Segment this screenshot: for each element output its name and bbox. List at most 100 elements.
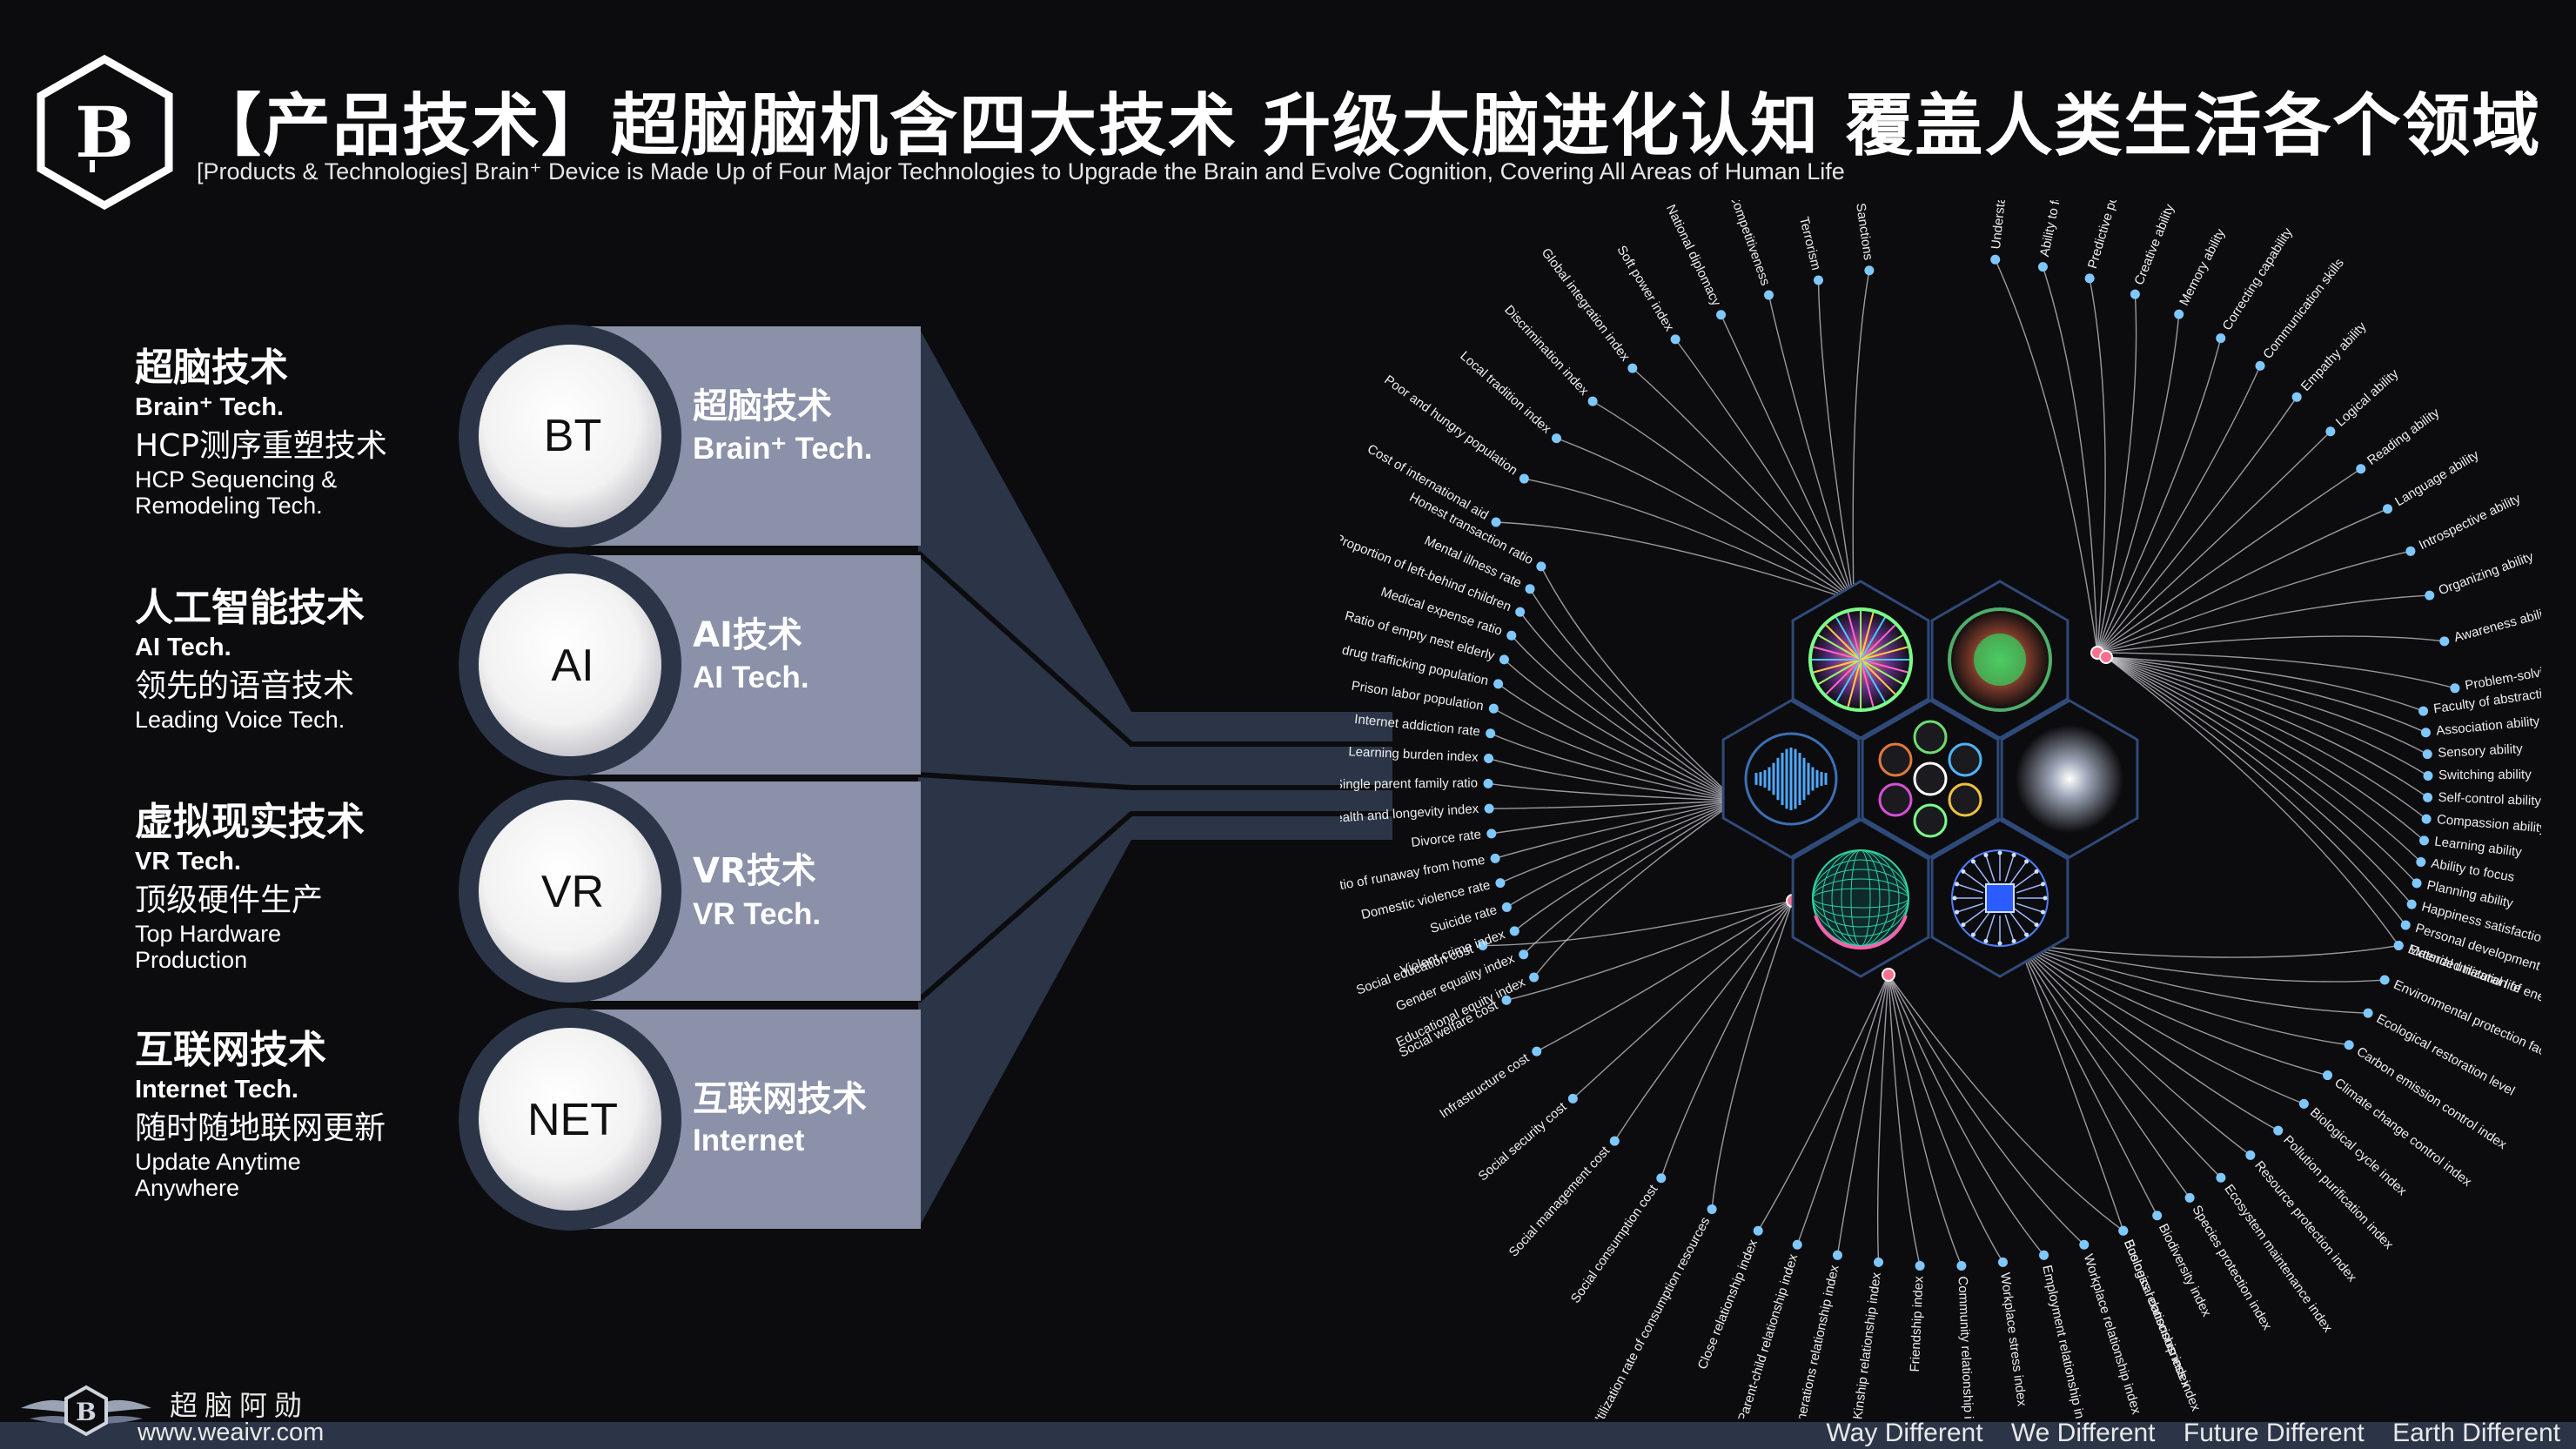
connection-line: [1536, 900, 1794, 1052]
tech-name-zh: 虚拟现实技术: [135, 800, 365, 844]
index-node: [2130, 289, 2140, 299]
index-label: Predictive power: [2085, 200, 2127, 271]
panel-title-en: Internet: [693, 1124, 805, 1157]
index-node: [2421, 814, 2432, 824]
index-node: [2393, 941, 2404, 951]
index-node: [1536, 561, 1546, 572]
index-node: [2423, 792, 2433, 802]
wheel-icon: [1808, 607, 1913, 712]
connection-line: [1511, 634, 1737, 802]
index-node: [1478, 941, 1488, 951]
tech-feature-zh: 随时随地联网更新: [135, 1110, 386, 1146]
connection-line: [2096, 652, 2456, 689]
index-node: [2356, 464, 2366, 474]
connection-line: [2018, 943, 2190, 1198]
tech-name-zh: 人工智能技术: [135, 586, 365, 630]
index-node: [1915, 1260, 1925, 1271]
connection-line: [1836, 974, 1889, 1256]
tree-icon: [1948, 607, 2052, 712]
index-node: [1486, 728, 1496, 739]
index-node: [2323, 1070, 2333, 1081]
index-node: [1495, 878, 1506, 889]
badge-label-vr: VR: [541, 867, 604, 917]
index-label: Social management cost: [1506, 1143, 1613, 1259]
index-node: [2174, 309, 2184, 319]
connection-line: [1888, 974, 1921, 1266]
connection-line: [1498, 683, 1737, 802]
connection-line: [1519, 611, 1737, 802]
connection-line: [2018, 943, 2251, 1156]
index-node: [2291, 392, 2302, 402]
index-node: [2118, 1225, 2129, 1236]
index-node: [2344, 1040, 2354, 1050]
badge-label-bt: BT: [544, 411, 601, 461]
index-label: Two generations relationship index: [1785, 1264, 1842, 1419]
index-node: [1874, 1257, 1884, 1267]
panel-title-zh: 互联网技术: [693, 1079, 867, 1119]
index-node: [2416, 856, 2426, 867]
connection-line: [1757, 974, 1889, 1231]
connection-line: [2096, 550, 2412, 654]
tech-name-zh: 互联网技术: [135, 1028, 326, 1072]
tech-name-zh: 超脑技术: [135, 345, 288, 390]
connection-line: [1852, 270, 1870, 601]
index-label: Competitiveness: [1727, 200, 1773, 287]
connection-line: [1632, 367, 1855, 601]
index-node: [1506, 630, 1517, 641]
connection-line: [1540, 566, 1737, 802]
connection-line: [2018, 943, 2328, 1077]
logo-letter: B: [75, 91, 134, 173]
chip-icon: [1951, 849, 2049, 947]
index-node: [1567, 1093, 1578, 1104]
connection-line: [2018, 943, 2350, 1046]
footer-bar: [0, 1422, 2576, 1449]
index-label: Creative ability: [2131, 202, 2177, 287]
index-node: [1491, 517, 1501, 527]
index-node: [1515, 607, 1526, 617]
connection-line: [2018, 943, 2304, 1105]
connection-line: [2018, 943, 2124, 1231]
connection-line: [2105, 656, 2412, 905]
tech-feature-zh: 领先的语音技术: [135, 668, 355, 704]
connection-line: [1674, 339, 1855, 601]
connection-line: [2096, 314, 2180, 654]
connection-line: [1506, 800, 1737, 909]
index-node: [2383, 504, 2393, 514]
connection-line: [1493, 708, 1737, 802]
index-node: [1525, 584, 1535, 594]
index-label: Single parent family ratio: [1340, 775, 1478, 792]
index-node: [2363, 1008, 2373, 1018]
index-label: Compassion ability: [2436, 812, 2541, 835]
index-label: Health and longevity index: [1340, 802, 1479, 827]
tech-name-en: Brain⁺ Tech.: [135, 393, 285, 421]
index-label: Internet addiction rate: [1354, 712, 1481, 739]
connection-line: [2096, 508, 2388, 654]
hexagon-cluster: [1721, 580, 2139, 978]
connection-line: [2105, 656, 2399, 946]
index-node: [2423, 770, 2433, 781]
tech-label-net: 互联网技术 Internet Tech. 随时随地联网更新 Update Any…: [135, 1027, 448, 1201]
index-label: Empathy ability: [2298, 319, 2370, 393]
connection-line: [2105, 656, 2428, 798]
connection-line: [1711, 900, 1794, 1210]
index-node: [2418, 706, 2429, 716]
connection-line: [2096, 366, 2261, 654]
index-node: [1587, 396, 1598, 406]
index-label: Switching ability: [2438, 768, 2532, 783]
tech-name-en: VR Tech.: [135, 848, 241, 875]
index-node: [1764, 290, 1774, 300]
wave-icon: [1744, 732, 1838, 826]
connection-line: [2018, 943, 2222, 1178]
index-node: [2325, 426, 2336, 437]
index-node: [1956, 1260, 1967, 1271]
index-label: Soft power index: [1613, 243, 1677, 334]
wings-logo-icon: B: [21, 1385, 151, 1437]
footer-url[interactable]: www.weaivr.com: [138, 1419, 325, 1446]
connection-line: [1817, 279, 1855, 601]
connection-fans: [1478, 254, 2460, 1271]
index-node: [2439, 636, 2450, 647]
connection-line: [1490, 733, 1737, 802]
page-title: 【产品技术】超脑脑机含四大技术 升级大脑进化认知 覆盖人类生活各个领域: [193, 87, 2542, 165]
